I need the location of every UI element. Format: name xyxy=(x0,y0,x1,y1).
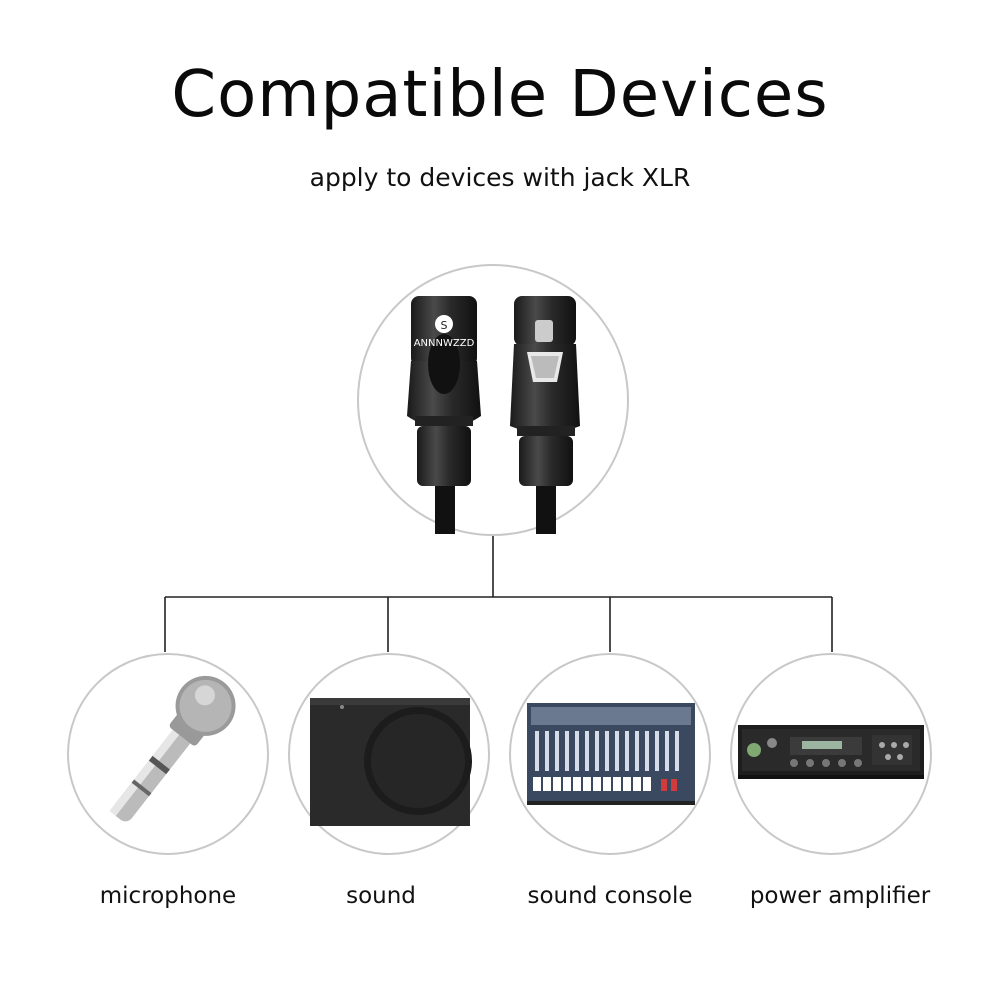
microphone-circle xyxy=(67,653,269,855)
mixer-circle xyxy=(509,653,711,855)
amplifier-circle xyxy=(730,653,932,855)
page-subtitle: apply to devices with jack XLR xyxy=(309,163,691,192)
amplifier-icon xyxy=(738,725,924,779)
device-label-sound-console: sound console xyxy=(527,883,693,909)
xlr-cable-circle: S ANNNWZZD xyxy=(357,264,629,536)
speaker-icon xyxy=(310,698,472,826)
device-label-microphone: microphone xyxy=(99,883,237,909)
device-label-power-amplifier: power amplifier xyxy=(749,883,931,909)
speaker-circle xyxy=(288,653,490,855)
microphone-icon xyxy=(109,675,236,822)
device-label-sound: sound xyxy=(346,883,416,909)
mixer-icon xyxy=(527,703,695,805)
svg-text:S: S xyxy=(441,319,448,332)
xlr-connectors-icon: S ANNNWZZD xyxy=(407,296,580,534)
page-title: Compatible Devices xyxy=(171,58,829,132)
brand-text: ANNNWZZD xyxy=(414,338,475,349)
